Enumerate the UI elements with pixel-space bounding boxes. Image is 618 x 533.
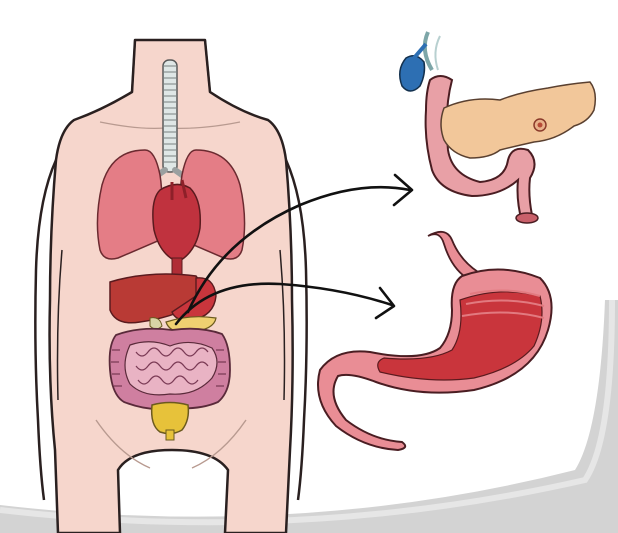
pancreas-illustration [400, 32, 596, 223]
bile-duct [425, 32, 432, 70]
bladder [152, 403, 189, 434]
gallbladder [400, 56, 425, 91]
duodenum-end [516, 213, 538, 223]
pancreas [441, 82, 595, 158]
stomach-illustration [318, 232, 552, 450]
urethra [166, 430, 174, 440]
